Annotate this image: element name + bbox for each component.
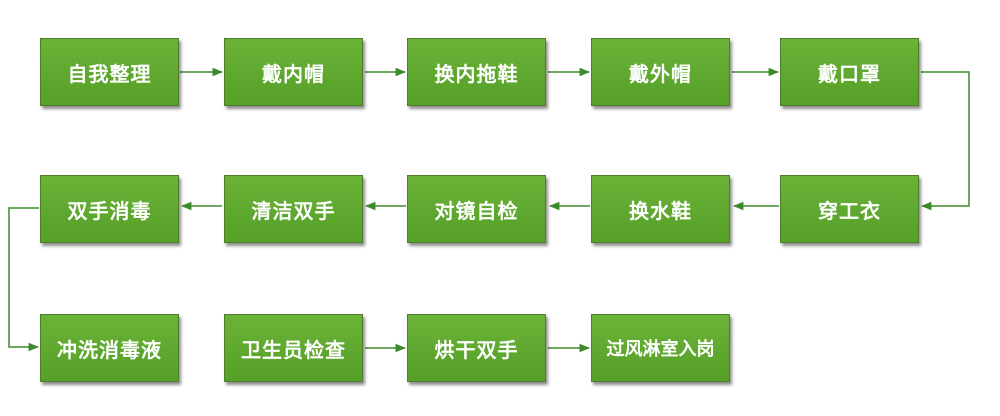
step-inner-cap: 戴内帽 [224,38,363,106]
step-disinfect-hands: 双手消毒 [40,175,179,243]
arrow-5-6 [920,71,970,211]
step-rain-boots: 换水鞋 [591,175,730,243]
step-mirror-check: 对镜自检 [407,175,546,243]
arrow-10-11 [8,207,40,352]
step-air-shower-enter: 过风淋室入岗 [591,314,730,382]
step-hygiene-inspection: 卫生员检查 [224,314,363,382]
step-inner-slippers: 换内拖鞋 [407,38,546,106]
step-clean-hands: 清洁双手 [224,175,363,243]
step-rinse-disinfectant: 冲洗消毒液 [40,314,179,382]
step-outer-cap: 戴外帽 [591,38,730,106]
step-dry-hands: 烘干双手 [407,314,546,382]
step-self-groom: 自我整理 [40,38,179,106]
step-mask: 戴口罩 [780,38,919,106]
step-work-clothes: 穿工衣 [780,175,919,243]
